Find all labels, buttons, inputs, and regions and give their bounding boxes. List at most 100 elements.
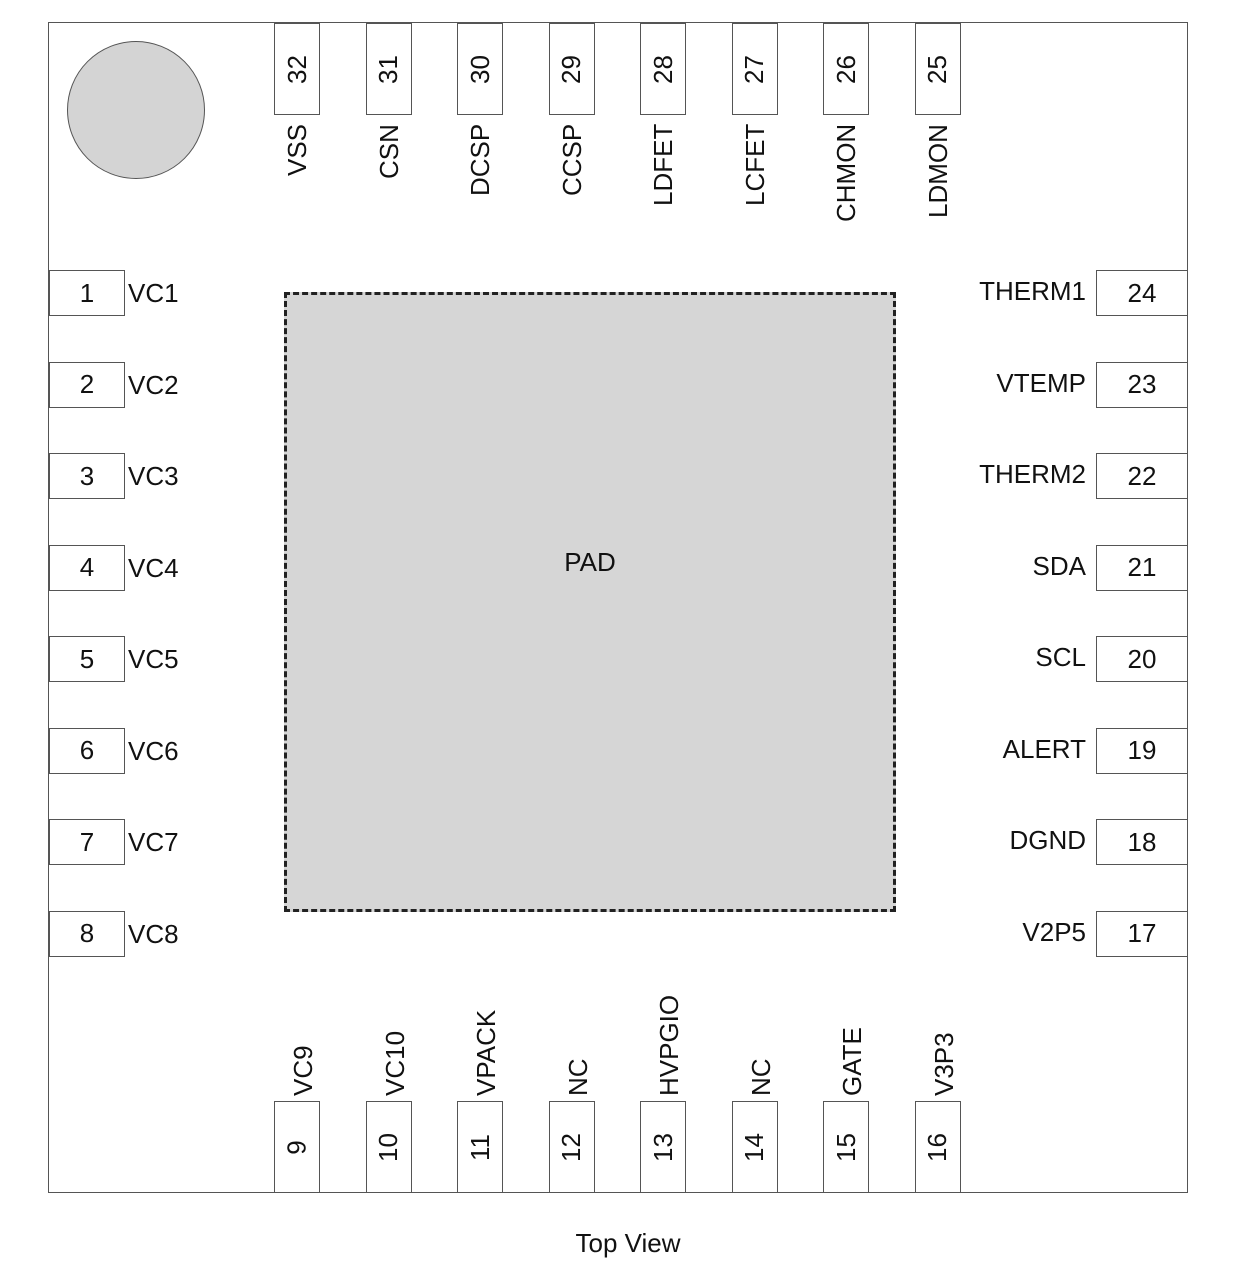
pin-number: 17 <box>1127 918 1157 948</box>
pin-number: 7 <box>79 826 95 857</box>
pin-3-name: VC3 <box>128 461 179 491</box>
pin-20-box: 20 <box>1096 636 1188 682</box>
pin-22-box: 22 <box>1096 453 1188 499</box>
pin-7-box: 7 <box>49 819 125 865</box>
pin-26-name: CHMON <box>831 123 861 222</box>
pin-6-name: VC6 <box>128 735 179 766</box>
pin-4-name: VC4 <box>128 552 179 583</box>
pin-7-name: VC7 <box>128 827 179 857</box>
pin-25-name: LDMON <box>922 124 953 218</box>
pin-14-box: 14 <box>731 1101 778 1193</box>
pin-number: 26 <box>830 54 861 84</box>
pin-number: 5 <box>79 643 95 674</box>
pin-18-name: DGND <box>1009 825 1086 855</box>
pin-number: 19 <box>1127 735 1157 765</box>
pin-2-box: 2 <box>49 361 125 408</box>
pin-12-name: NC <box>562 1058 593 1096</box>
pin-number: 30 <box>464 54 495 84</box>
pin-11-name: VPACK <box>471 1009 501 1096</box>
pin-number: 29 <box>555 54 586 84</box>
pin-9-name: VC9 <box>288 1045 318 1096</box>
pin-13-box: 13 <box>640 1101 686 1193</box>
pin-number: 12 <box>555 1132 586 1162</box>
pin-number: 24 <box>1127 277 1157 308</box>
pin-5-box: 5 <box>49 636 125 682</box>
pin-number: 2 <box>79 369 95 399</box>
pin-8-name: VC8 <box>128 918 179 949</box>
pin-28-name: LDFET <box>648 123 678 206</box>
pin-number: 3 <box>79 460 95 491</box>
pin-11-box: 11 <box>457 1101 503 1193</box>
pin-13-name: HVPGIO <box>654 994 684 1096</box>
pin-27-name: LCFET <box>739 123 770 206</box>
pin-number: 21 <box>1127 552 1157 582</box>
pin-14-name: NC <box>745 1058 776 1096</box>
pin-32-name: VSS <box>282 123 312 176</box>
pin-19-name: ALERT <box>1002 733 1086 764</box>
pin-24-name: THERM1 <box>979 276 1086 306</box>
pin-3-box: 3 <box>49 453 125 499</box>
pin-number: 1 <box>79 277 95 308</box>
pin-24-box: 24 <box>1096 270 1188 316</box>
view-caption: Top View <box>575 1228 681 1258</box>
pin-19-box: 19 <box>1096 727 1188 774</box>
pin-number: 27 <box>738 54 769 84</box>
pin-number: 9 <box>281 1139 312 1155</box>
pin-15-box: 15 <box>823 1101 869 1193</box>
pin-number: 23 <box>1127 369 1157 399</box>
pin-31-name: CSN <box>373 124 404 179</box>
pin-2-name: VC2 <box>128 369 179 400</box>
pin-16-name: V3P3 <box>928 1032 959 1096</box>
pin-28-box: 28 <box>640 23 686 115</box>
pin-27-box: 27 <box>731 23 778 115</box>
pin-29-box: 29 <box>548 23 595 115</box>
pin-18-box: 18 <box>1096 819 1188 865</box>
pin-12-box: 12 <box>548 1101 595 1193</box>
pin-number: 8 <box>79 918 95 948</box>
pin-6-box: 6 <box>49 727 125 774</box>
pin1-marker <box>67 41 205 179</box>
pin-number: 4 <box>79 552 95 582</box>
pin-number: 14 <box>738 1132 769 1162</box>
pin-23-name: VTEMP <box>996 367 1086 398</box>
pin-17-box: 17 <box>1096 910 1188 957</box>
pin-30-box: 30 <box>457 23 503 115</box>
pin-1-box: 1 <box>49 270 125 316</box>
pin-number: 31 <box>372 54 403 84</box>
pin-number: 32 <box>281 54 312 84</box>
pin-10-box: 10 <box>365 1101 412 1193</box>
pin-25-box: 25 <box>914 23 961 115</box>
pin-10-name: VC10 <box>379 1030 410 1096</box>
pin-number: 13 <box>647 1132 678 1162</box>
pin-31-box: 31 <box>365 23 412 115</box>
pin-1-name: VC1 <box>128 278 179 308</box>
pin-23-box: 23 <box>1096 361 1188 408</box>
pin-number: 6 <box>79 735 95 765</box>
thermal-pad: PAD <box>284 292 896 912</box>
pin-32-box: 32 <box>274 23 320 115</box>
pin-20-name: SCL <box>1035 642 1086 672</box>
pin-21-box: 21 <box>1096 544 1188 591</box>
pin-22-name: THERM2 <box>979 459 1086 489</box>
pin-5-name: VC5 <box>128 644 179 674</box>
pin-number: 15 <box>830 1132 861 1162</box>
pin-21-name: SDA <box>1032 550 1086 581</box>
pad-label: PAD <box>564 547 616 577</box>
pin-4-box: 4 <box>49 544 125 591</box>
pin-number: 18 <box>1127 826 1157 857</box>
pin-number: 22 <box>1127 460 1157 491</box>
pin-8-box: 8 <box>49 910 125 957</box>
pin-16-box: 16 <box>914 1101 961 1193</box>
pin-30-name: DCSP <box>465 123 495 196</box>
pin-number: 11 <box>464 1133 495 1161</box>
pin-29-name: CCSP <box>556 123 587 196</box>
pin-number: 16 <box>921 1132 952 1162</box>
pin-15-name: GATE <box>837 1027 867 1096</box>
pin-9-box: 9 <box>274 1101 320 1193</box>
pin-number: 10 <box>372 1132 403 1162</box>
pin-26-box: 26 <box>823 23 869 115</box>
pin-17-name: V2P5 <box>1022 916 1086 947</box>
pin-number: 25 <box>921 54 952 84</box>
pin-number: 28 <box>647 54 678 84</box>
